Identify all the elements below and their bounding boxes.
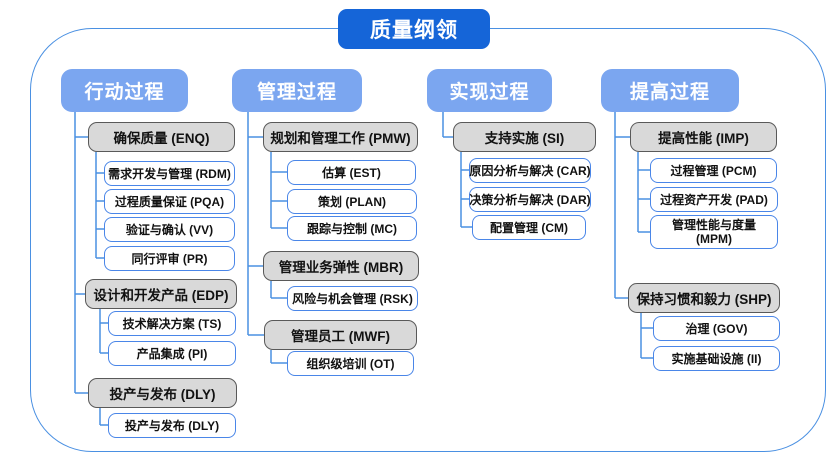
connector-col4-trunk — [614, 112, 630, 299]
leaf-pi: 产品集成 (PI) — [108, 341, 236, 366]
connector-col3-trunk — [442, 112, 453, 138]
leaf-car: 原因分析与解决 (CAR) — [469, 158, 591, 183]
column-header-management-process: 管理过程 — [232, 69, 362, 112]
leaf-vv: 验证与确认 (VV) — [104, 217, 235, 242]
leaf-mc: 跟踪与控制 (MC) — [287, 216, 417, 241]
connector-mwf-branches — [270, 350, 287, 364]
leaf-pr: 同行评审 (PR) — [104, 246, 235, 271]
leaf-ii: 实施基础设施 (II) — [653, 346, 780, 371]
connector-pmw-branches — [270, 152, 287, 229]
leaf-dar: 决策分析与解决 (DAR) — [469, 187, 591, 212]
group-si: 支持实施 (SI) — [453, 122, 596, 152]
leaf-dly: 投产与发布 (DLY) — [108, 413, 236, 438]
column-header-action-process: 行动过程 — [61, 69, 188, 112]
group-pmw: 规划和管理工作 (PMW) — [263, 122, 418, 152]
leaf-pad: 过程资产开发 (PAD) — [650, 187, 778, 212]
leaf-pqa: 过程质量保证 (PQA) — [104, 189, 235, 214]
column-header-improvement-process: 提高过程 — [601, 69, 739, 112]
connector-mbr-branches — [270, 281, 287, 299]
group-mbr: 管理业务弹性 (MBR) — [263, 251, 419, 281]
group-shp: 保持习惯和毅力 (SHP) — [628, 283, 780, 313]
group-enq: 确保质量 (ENQ) — [88, 122, 235, 152]
group-dly: 投产与发布 (DLY) — [88, 378, 237, 408]
group-edp: 设计和开发产品 (EDP) — [85, 279, 237, 309]
connector-enq-branches — [95, 152, 104, 259]
connector-col2-trunk — [247, 112, 264, 336]
leaf-ts: 技术解决方案 (TS) — [108, 311, 236, 336]
leaf-est: 估算 (EST) — [287, 160, 416, 185]
leaf-plan: 策划 (PLAN) — [287, 189, 417, 214]
leaf-pcm: 过程管理 (PCM) — [650, 158, 777, 183]
leaf-rsk: 风险与机会管理 (RSK) — [287, 286, 418, 311]
connector-edp-branches — [99, 309, 108, 354]
leaf-mpm: 管理性能与度量 (MPM) — [650, 215, 778, 249]
leaf-ot: 组织级培训 (OT) — [287, 351, 414, 376]
connector-shp-branches — [640, 313, 653, 359]
column-header-realization-process: 实现过程 — [427, 69, 552, 112]
connector-dly-branches — [99, 408, 108, 426]
connector-col1-trunk — [74, 112, 88, 394]
group-mwf: 管理员工 (MWF) — [264, 320, 417, 350]
root-node-title: 质量纲领 — [338, 9, 490, 49]
leaf-gov: 治理 (GOV) — [653, 316, 780, 341]
leaf-rdm: 需求开发与管理 (RDM) — [104, 161, 235, 186]
connector-imp-branches — [637, 152, 650, 233]
leaf-cm: 配置管理 (CM) — [472, 215, 586, 240]
connector-si-branches — [460, 152, 472, 228]
group-imp: 提高性能 (IMP) — [630, 122, 777, 152]
